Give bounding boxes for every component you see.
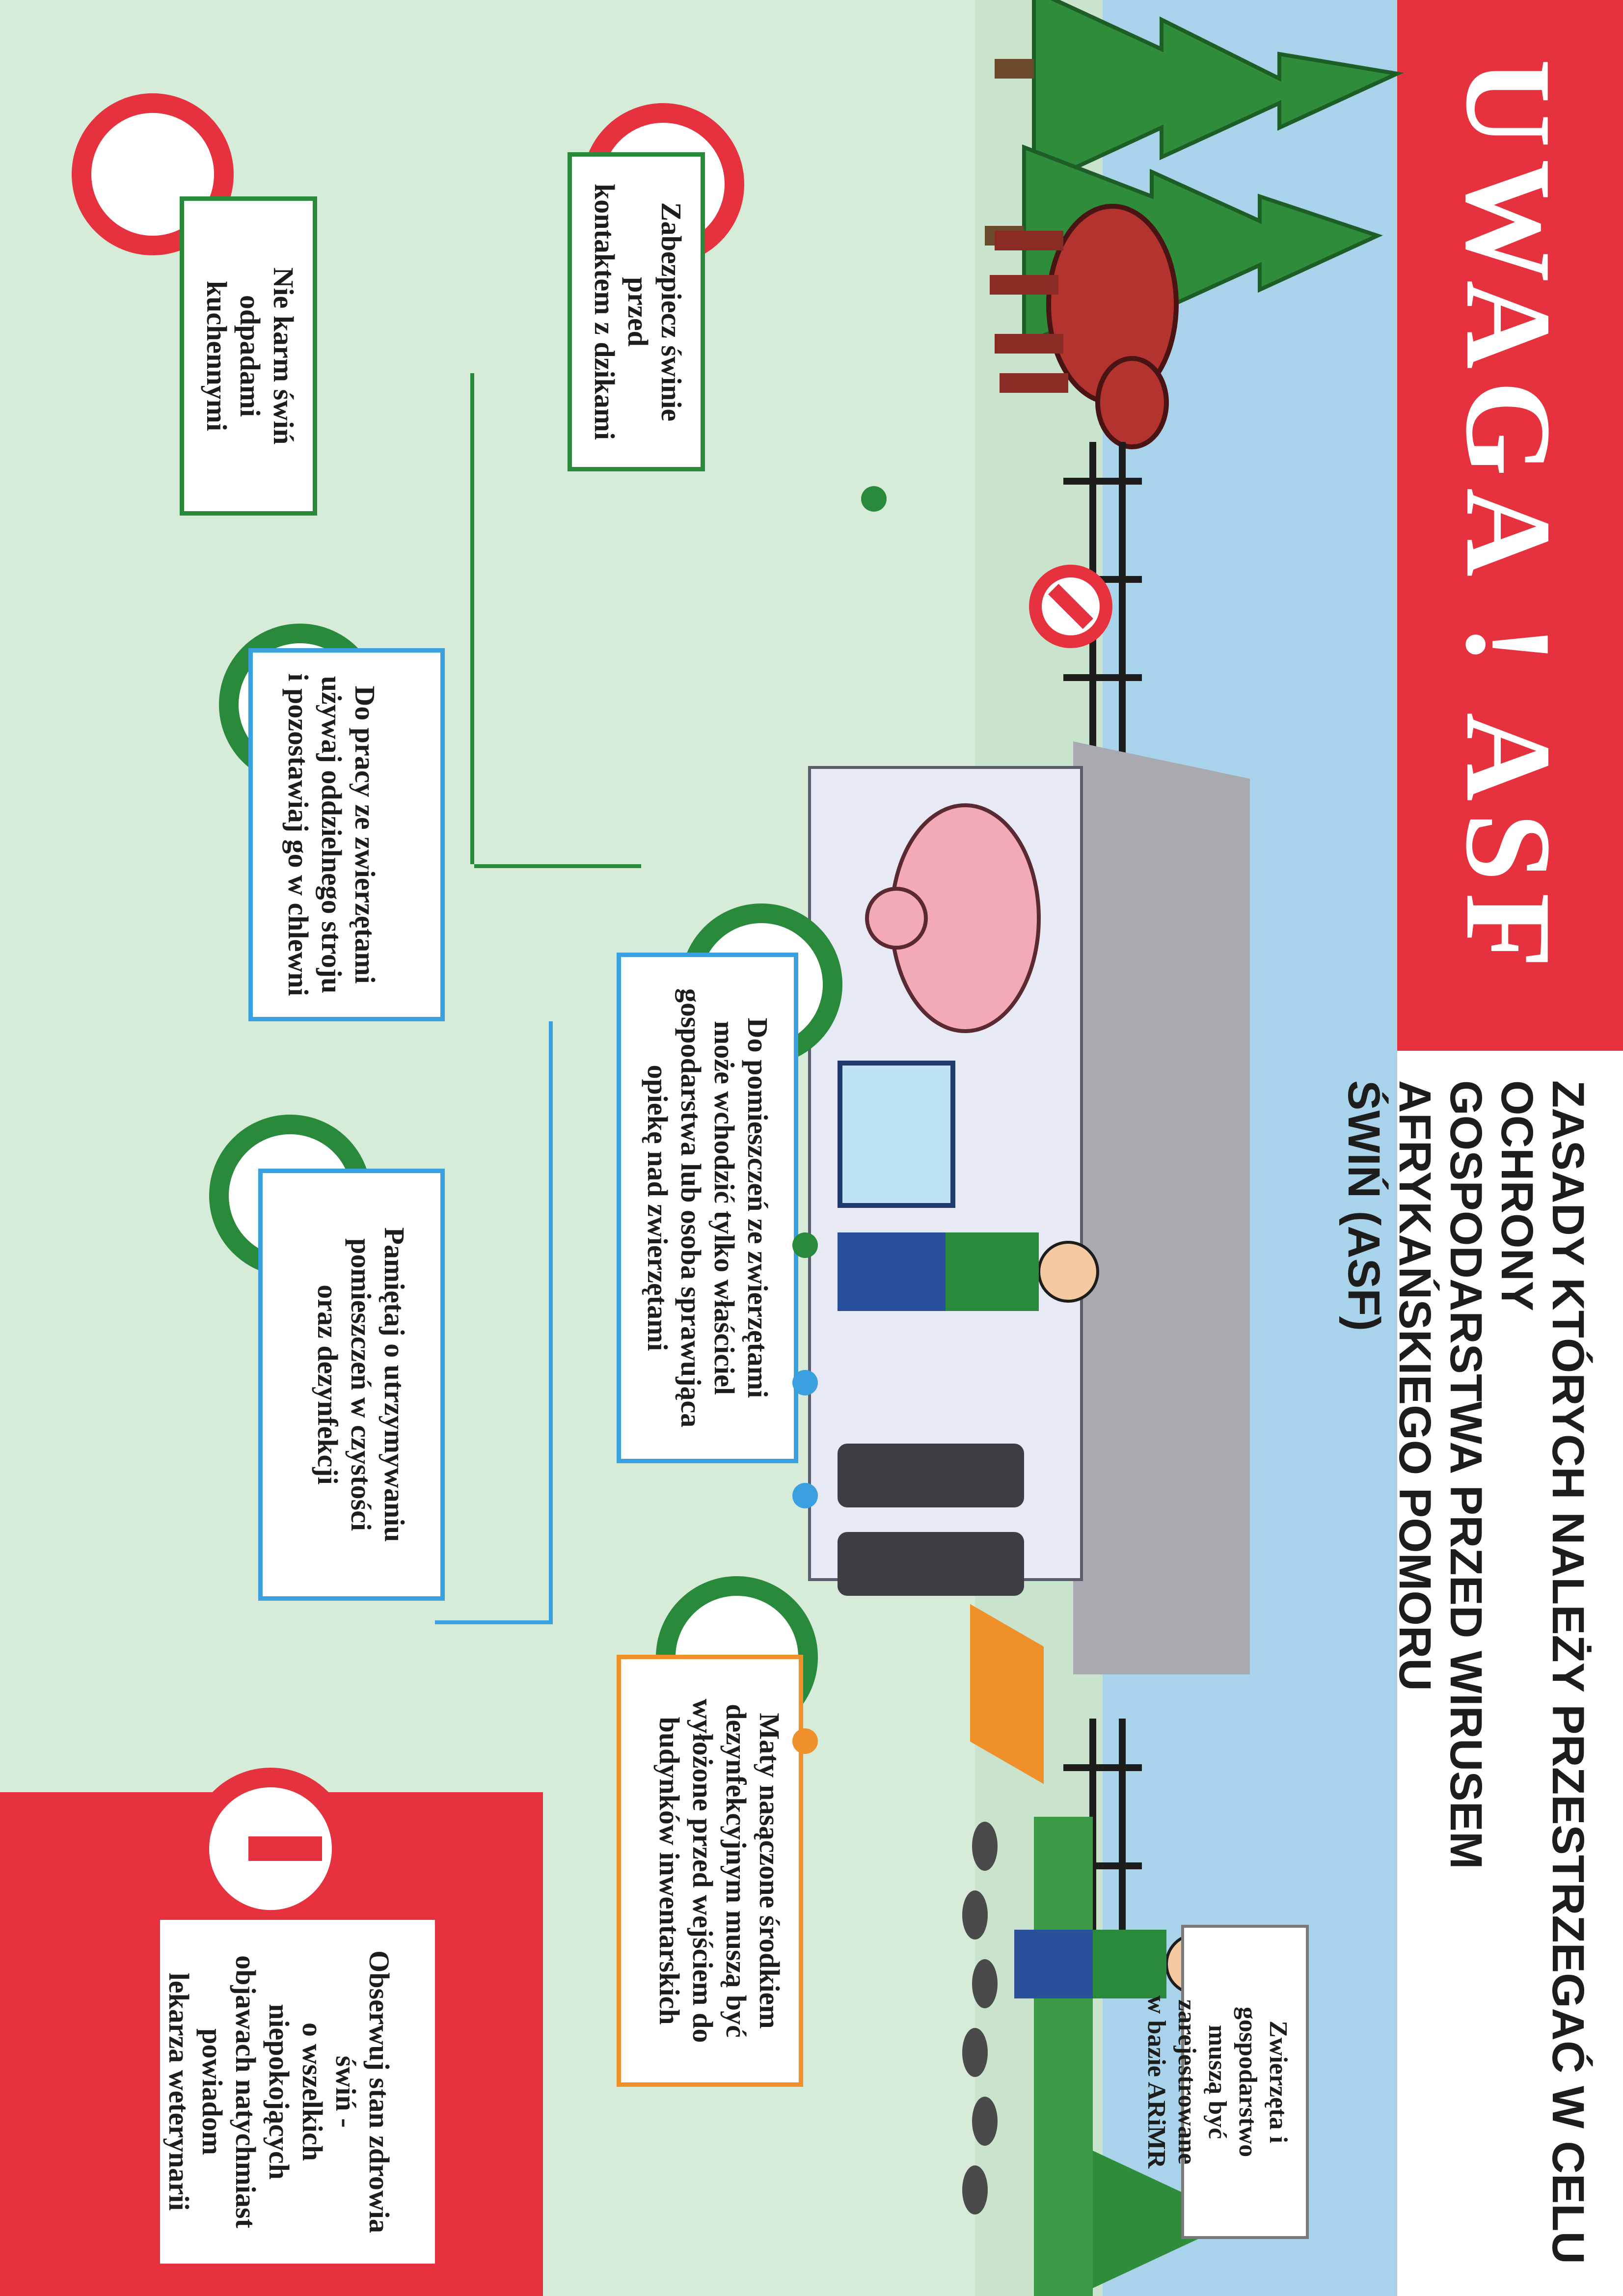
rule-line: Obserwuj stan zdrowia świń - <box>330 1950 395 2233</box>
rule-line: muszą być zarejestrowane <box>1173 1999 1231 2164</box>
rule-line: o wszelkich niepokojących <box>263 2004 328 2180</box>
rule-line: oraz dezynfekcji <box>312 1285 344 1485</box>
coverall-rack <box>838 1444 1024 1596</box>
rule-line: budynków inwentarskich <box>653 1717 685 2025</box>
connector-line <box>470 373 474 864</box>
rule-line: Pamiętaj o utrzymywaniu <box>379 1227 410 1542</box>
connector-dot <box>792 1728 818 1754</box>
rule-registration: Zwierzęta i gospodarstwo muszą być zarej… <box>1142 1925 1309 2239</box>
rule-line: dezynfekcyjnym muszą być <box>720 1704 752 2038</box>
rule-access: Do pomieszczeń ze zwierzętami może wchod… <box>617 953 798 1463</box>
rule-health: Obserwuj stan zdrowia świń - o wszelkich… <box>160 1920 435 2264</box>
farmer-illustration <box>838 1232 1099 1311</box>
rule-line: Zabezpiecz świnie przed <box>622 202 687 422</box>
connector-dot <box>792 1232 818 1258</box>
rule-line: lekarza weterynarii <box>163 1972 195 2211</box>
rule-line: Do pracy ze zwierzętami <box>349 685 381 984</box>
rule-line: Nie karm świń <box>268 267 299 445</box>
rule-line: używaj oddzielnego stroju <box>316 676 348 994</box>
rule-line: w bazie ARiMR <box>1142 1995 1170 2169</box>
poster-subtitle: ZASADY KTÓRYCH NALEŻY PRZESTRZEGAĆ W CEL… <box>1338 1080 1594 2269</box>
rule-line: wyłożone przed wejściem do <box>687 1698 719 2043</box>
rule-line: odpadami kuchennymi <box>201 280 266 432</box>
rule-line: pomieszczeń w czystości <box>345 1238 377 1531</box>
rule-line: kontaktem z dzikami <box>589 184 621 440</box>
rule-cleaning: Pamiętaj o utrzymywaniu pomieszczeń w cz… <box>258 1169 445 1601</box>
connector-dot <box>792 1370 818 1395</box>
rule-line: objawach natychmiast powiadom <box>196 1955 262 2228</box>
rule-mats: Maty nasączone środkiem dezynfekcyjnym m… <box>617 1655 803 2087</box>
rule-line: może wchodzić tylko właściciel <box>708 1021 740 1395</box>
forest-illustration <box>985 0 1404 449</box>
rule-line: Do pomieszczeń ze zwierzętami <box>742 1017 774 1398</box>
connector-line <box>435 1620 553 1624</box>
rule-line: Zwierzęta i gospodarstwo <box>1234 2006 1292 2158</box>
registration-scene <box>962 1817 1240 2296</box>
rule-kitchen-waste: Nie karm świń odpadami kuchennymi <box>180 196 317 516</box>
rule-line: Maty nasączone środkiem <box>754 1713 785 2029</box>
rule-line: gospodarstwa lub osoba sprawująca <box>675 988 707 1428</box>
connector-dot <box>792 1483 818 1508</box>
pig-illustration <box>865 803 1041 1033</box>
poster-title: UWAGA ! ASF <box>1440 59 1576 980</box>
connector-line <box>474 864 641 868</box>
rule-clothing: Do pracy ze zwierzętami używaj oddzielne… <box>248 648 445 1021</box>
connector-dot <box>861 486 887 512</box>
wild-boar-icon <box>990 204 1179 449</box>
rule-line: opiekę nad zwierzętami <box>642 1065 674 1351</box>
subtitle-line: GOSPODARSTWA PRZED WIRUSEM AFRYKAŃSKIEGO… <box>1390 1080 1491 1869</box>
subtitle-line: ZASADY KTÓRYCH NALEŻY PRZESTRZEGAĆ W CEL… <box>1492 1080 1593 2264</box>
connector-line <box>549 1021 553 1620</box>
subtitle-line: ŚWIŃ (ASF) <box>1339 1080 1389 1332</box>
rule-line: i pozostawiaj go w chlewni <box>282 673 314 996</box>
exclamation-mark <box>248 1836 322 1861</box>
rule-wild-boars: Zabezpiecz świnie przed kontaktem z dzik… <box>568 152 705 471</box>
